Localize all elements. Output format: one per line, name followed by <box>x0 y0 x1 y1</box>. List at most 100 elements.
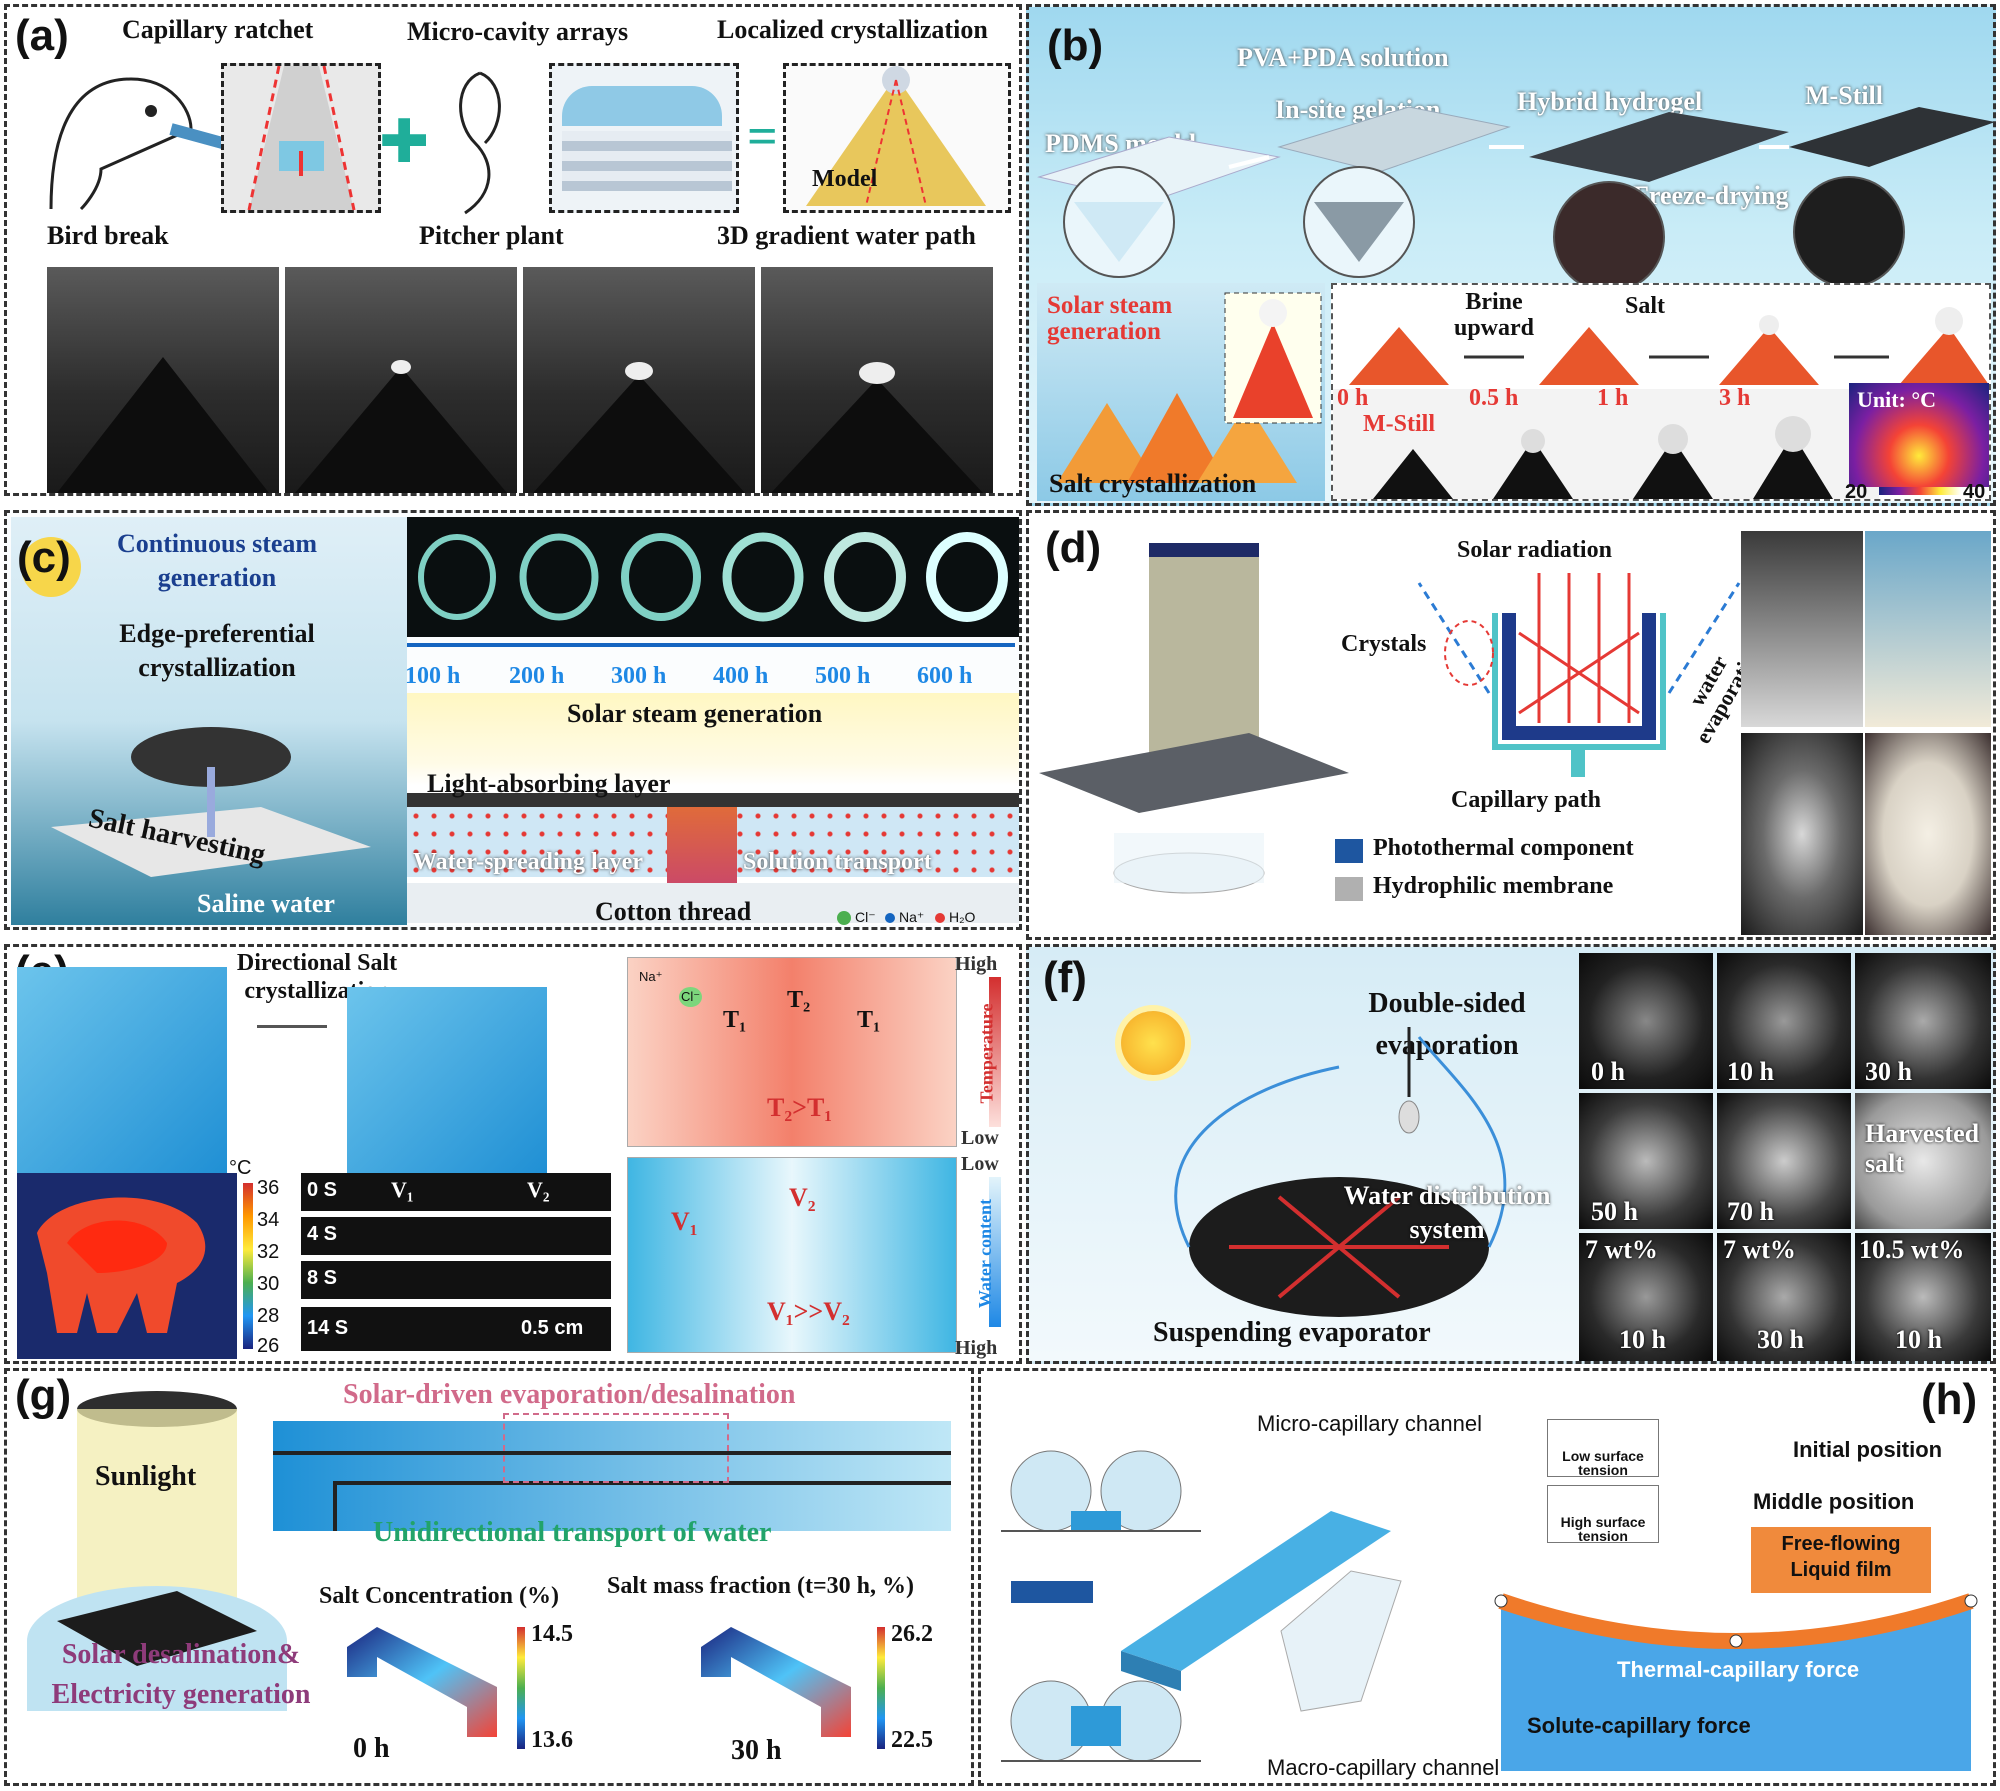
temp-unit: °C <box>229 1157 252 1179</box>
grid-sub-9: 10 h <box>1895 1325 1942 1354</box>
zoom-box-ratchet <box>221 63 381 213</box>
capillary-ratchet-label: Capillary ratchet <box>122 15 314 44</box>
time-0h-g: 0 h <box>353 1733 390 1764</box>
highlight-box <box>503 1413 729 1483</box>
arrow-e <box>257 1025 327 1028</box>
solar-steam-inset <box>1037 283 1325 501</box>
na-legend: Na⁺ <box>899 909 925 925</box>
tick-36: 36 <box>257 1177 280 1199</box>
cl-ion-label: Cl⁻ <box>679 987 703 1007</box>
grid-label-6: Harvested salt <box>1865 1119 1980 1178</box>
solution-transport-label: Solution transport <box>743 849 932 875</box>
free-flow-label: Free-flowing Liquid film <box>1781 1533 1901 1581</box>
m-still-photo-label: M-Still <box>1363 411 1435 437</box>
h2o-legend: H₂O <box>949 909 976 925</box>
initial-position-label: Initial position <box>1793 1437 1943 1462</box>
crystal-photo-2 <box>1865 733 1991 935</box>
grid-label-2: 10 h <box>1727 1057 1774 1086</box>
high2-label: High <box>955 1337 998 1359</box>
panel-a: (a) Capillary ratchet Micro-cavity array… <box>4 4 1022 496</box>
panel-b: (b) PVA+PDA solution PDMS mould In-site … <box>1026 4 1996 506</box>
localized-crystallization-label: Localized crystallization <box>717 15 988 44</box>
cotton-thread-label: Cotton thread <box>595 897 752 926</box>
plus-icon: ✚ <box>379 107 430 177</box>
high-label: High <box>955 953 998 975</box>
thermal-scale-bar <box>1879 487 1961 495</box>
brine-upward-label: Brine upward <box>1453 289 1535 341</box>
crystal-photo-1 <box>1741 733 1863 935</box>
panel-label-a: (a) <box>15 11 69 60</box>
pitcher-plant-label: Pitcher plant <box>419 221 564 250</box>
low-label: Low <box>961 1127 999 1149</box>
mass-colorbar <box>877 1627 885 1749</box>
grid-label-9: 10.5 wt% <box>1859 1235 1965 1264</box>
time-14s: 14 S <box>307 1317 349 1339</box>
tick-26: 26 <box>257 1335 280 1357</box>
tick-30: 30 <box>257 1273 280 1295</box>
grid-photo-3 <box>1855 953 1991 1089</box>
conc-min: 13.6 <box>531 1727 573 1753</box>
t1-right: T₁ <box>857 1007 881 1033</box>
sunlight-label: Sunlight <box>95 1461 197 1492</box>
v-relation: V₁>>V₂ <box>767 1297 850 1326</box>
time-400h: 400 h <box>713 663 769 689</box>
water-distribution-label: Water distribution system <box>1343 1181 1551 1244</box>
tick-34: 34 <box>257 1209 280 1231</box>
grid-label-8: 7 wt% <box>1723 1235 1796 1264</box>
unit-label: Unit: °C <box>1857 387 1937 412</box>
v2-label: V₂ <box>527 1177 550 1202</box>
t2-label: T₂ <box>787 987 811 1013</box>
timelapse-strip <box>407 517 1019 637</box>
double-sided-label: Double-sided evaporation <box>1368 988 1526 1061</box>
grid-photo-9 <box>1855 1233 1991 1361</box>
layer-diagram <box>407 693 1019 925</box>
micro-cavity-label: Micro-cavity arrays <box>407 17 629 46</box>
grid-photo-8 <box>1717 1233 1851 1361</box>
mass-min: 22.5 <box>891 1727 933 1753</box>
grid-photo-2 <box>1717 953 1851 1089</box>
scale-max: 40 <box>1963 481 1986 503</box>
solar-steam-gen-label: Solar steam generation <box>567 699 823 728</box>
cone-photo-2 <box>285 267 517 493</box>
mass-max: 26.2 <box>891 1621 933 1647</box>
time-100h: 100 h <box>405 663 461 689</box>
brine-cones <box>1349 307 1989 385</box>
desal-electricity-label: Solar desalination& Electricity generati… <box>51 1639 311 1710</box>
thermal-capillary-label: Thermal-capillary force <box>1617 1657 1860 1682</box>
temperature-axis-label: Temperature <box>976 1003 997 1104</box>
tick-28: 28 <box>257 1305 280 1327</box>
time-300h: 300 h <box>611 663 667 689</box>
sea-illustration <box>11 517 407 925</box>
mstill-photo-strip <box>1333 389 1879 499</box>
bird-break-label: Bird break <box>47 221 169 250</box>
fabrication-diagram <box>1037 106 1993 293</box>
temp-gradient-bar <box>989 977 1001 1127</box>
salt-label: Salt <box>1625 293 1666 319</box>
na-ion-label: Na⁺ <box>639 969 663 984</box>
hydrophilic-label: Hydrophilic membrane <box>1373 873 1614 899</box>
solute-capillary-label: Solute-capillary force <box>1527 1713 1751 1738</box>
channel-diagram <box>273 1421 951 1531</box>
unidirectional-label: Unidirectional transport of water <box>373 1517 772 1548</box>
grid-photo-1 <box>1579 953 1713 1089</box>
time-600h: 600 h <box>917 663 973 689</box>
time-500h: 500 h <box>815 663 871 689</box>
solar-driven-label: Solar-driven evaporation/desalination <box>343 1379 796 1410</box>
grid-photo-7 <box>1579 1233 1713 1361</box>
column-photo-1 <box>1741 531 1863 727</box>
panel-h: (h) Micro-capillary channel Macro-capill… <box>978 1368 1996 1786</box>
freeze-drying-label: Freeze-drying <box>1633 181 1789 210</box>
gradient-path-label: 3D gradient water path <box>717 221 976 250</box>
m-still-label: M-Still <box>1805 81 1883 110</box>
panel-label-h: (h) <box>1921 1375 1978 1424</box>
grid-label-7: 7 wt% <box>1585 1235 1658 1264</box>
time-0h: 0 h <box>1337 385 1369 411</box>
pitcher-plant-sketch <box>459 71 501 215</box>
photothermal-label: Photothermal component <box>1373 835 1634 861</box>
time-4s: 4 S <box>307 1223 338 1245</box>
thermal-image <box>1849 383 1989 487</box>
panel-d: (d) Solar radiation Crystals water evapo… <box>1026 510 1996 940</box>
capillary-path-label: Capillary path <box>1451 787 1602 813</box>
cone-photo-3 <box>523 267 755 493</box>
water-content-axis-label: Water content <box>975 1198 996 1309</box>
